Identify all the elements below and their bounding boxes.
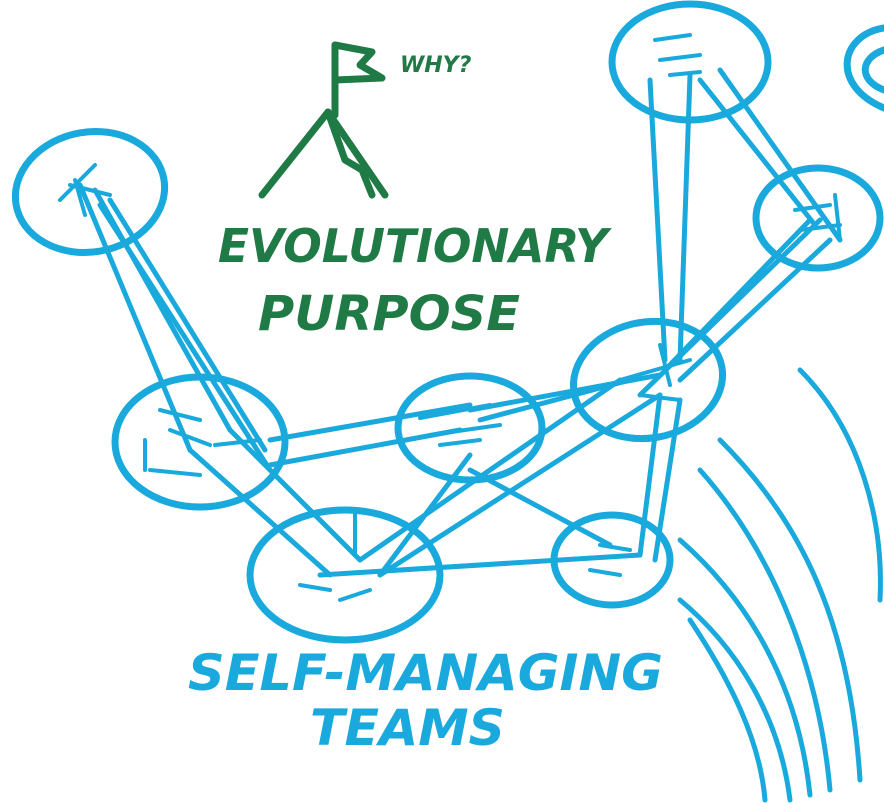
team-network [11,0,884,803]
mountain-flag-icon [258,41,389,199]
purpose-heading-line1: EVOLUTIONARY [218,219,613,273]
circle-scribbles [58,33,842,602]
team-circle-partial [843,24,884,112]
teams-heading-line2: TEAMS [310,699,505,757]
team-circle-7 [608,0,772,124]
team-circle-5 [550,511,674,609]
connection-lines [77,67,843,578]
team-circle-6 [569,317,727,443]
teams-heading-line1: SELF-MANAGING [188,644,663,702]
team-circle-1 [11,127,169,257]
team-circle-4 [394,372,546,484]
team-circle-2 [111,373,289,511]
ground-strokes [677,367,883,803]
team-circle-8 [752,164,884,272]
why-annotation: WHY? [400,53,472,78]
purpose-heading-line2: PURPOSE [258,286,520,342]
team-circle-partial-inner [861,46,884,94]
team-circle-3 [246,506,444,644]
